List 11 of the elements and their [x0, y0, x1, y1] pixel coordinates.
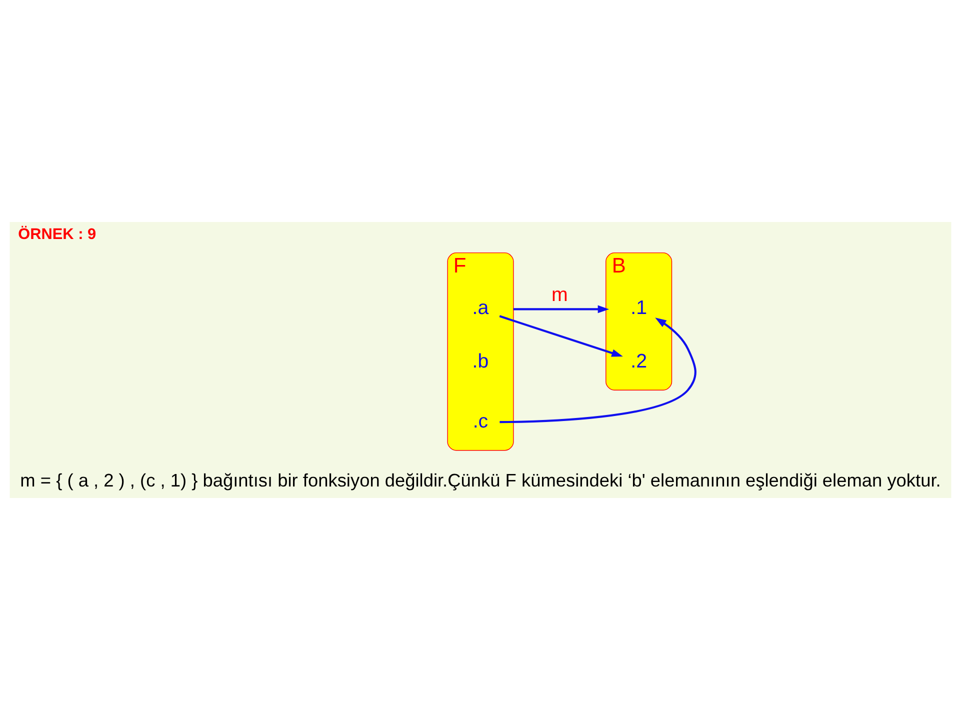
diagram-title: ÖRNEK : 9	[18, 226, 96, 244]
arrow	[499, 318, 696, 424]
arrow	[512, 305, 609, 314]
node-text: .c	[472, 410, 488, 433]
node-text: .b	[472, 350, 488, 372]
edge-label: m	[550, 284, 568, 306]
node-text: .a	[472, 297, 488, 320]
node-text: .2	[630, 350, 646, 372]
node-text: .1	[630, 297, 646, 320]
arrow	[498, 315, 622, 357]
label: m = { ( a , 2 ) , (c , 1) } bağıntısı bir fonksiyon değildir.Çünkü F kümesindeki ‘b' elemanının eşlendiği eleman yoktur.	[20, 470, 940, 491]
